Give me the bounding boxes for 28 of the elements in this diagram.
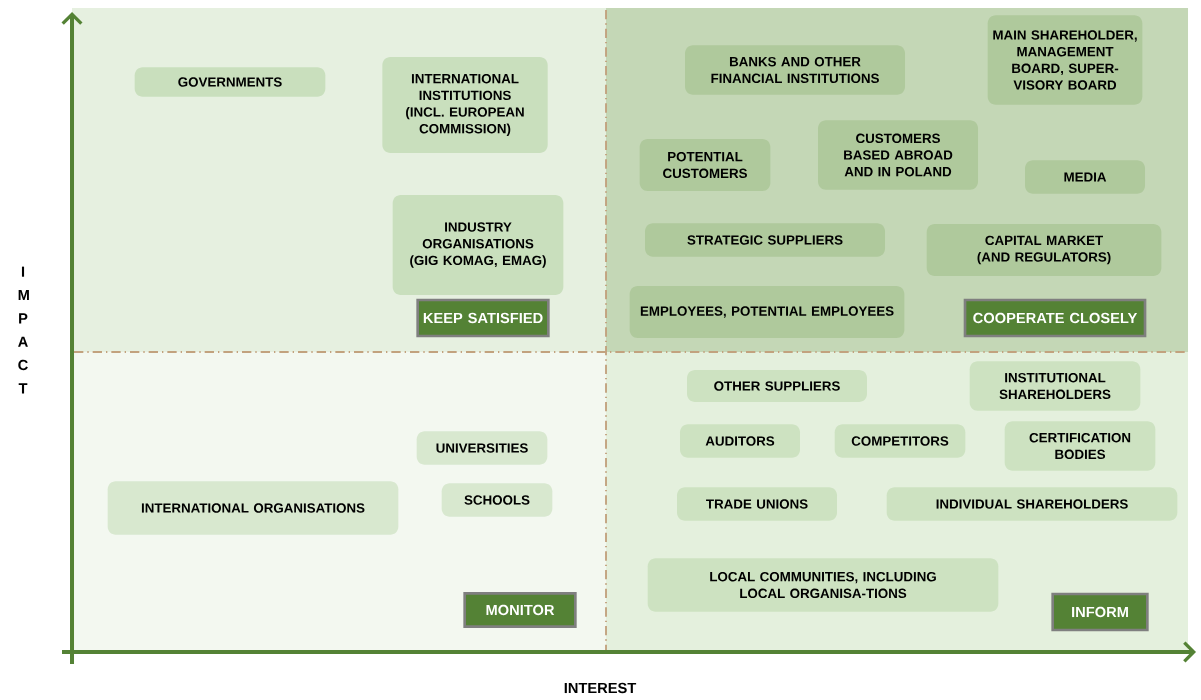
- axis-title: IMPACT: [18, 266, 29, 394]
- stakeholder-box: GOVERNMENTS: [134, 67, 326, 97]
- stakeholder-box: EMPLOYEES, POTENTIAL EMPLOYEES: [629, 286, 905, 338]
- stakeholder-box: STRATEGIC SUPPLIERS: [645, 223, 885, 257]
- stakeholder-box: INDUSTRY ORGANISATIONS (GIG KOMAG, EMAG): [392, 195, 564, 295]
- stakeholder-box: OTHER SUPPLIERS: [687, 370, 867, 402]
- stakeholder-box: INDIVIDUAL SHAREHOLDERS: [886, 487, 1178, 521]
- stakeholder-box: INTERNATIONAL INSTITUTIONS (INCL. EUROPEAN COMMISSION): [382, 57, 548, 153]
- stakeholder-box: INTERNATIONAL ORGANISATIONS: [107, 481, 399, 535]
- quadrant-label-box: KEEP SATISFIED: [416, 298, 550, 338]
- stakeholder-box: CAPITAL MARKET (AND REGULATORS): [926, 224, 1162, 276]
- stakeholder-box: POTENTIAL CUSTOMERS: [639, 139, 771, 191]
- stakeholder-box: CERTIFICATION BODIES: [1004, 421, 1156, 471]
- stakeholder-box: MEDIA: [1025, 160, 1145, 194]
- stakeholder-box: COMPETITORS: [834, 424, 966, 458]
- stakeholder-box: INSTITUTIONAL SHAREHOLDERS: [969, 361, 1141, 411]
- stakeholder-box: CUSTOMERS BASED ABROAD AND IN POLAND: [818, 120, 978, 190]
- stakeholder-box: TRADE UNIONS: [677, 487, 837, 521]
- axis-title: INTEREST: [564, 682, 637, 694]
- stakeholder-box: SCHOOLS: [441, 483, 553, 517]
- quadrant-label-box: MONITOR: [463, 592, 577, 628]
- stakeholder-box: MAIN SHAREHOLDER, MANAGEMENT BOARD, SUPER-VISORY BOARD: [987, 15, 1143, 105]
- quadrant-label-box: COOPERATE CLOSELY: [963, 298, 1147, 338]
- stakeholder-box: AUDITORS: [680, 424, 800, 458]
- stakeholder-box: UNIVERSITIES: [416, 431, 548, 465]
- stakeholder-box: LOCAL COMMUNITIES, INCLUDING LOCAL ORGANISA-TIONS: [647, 558, 999, 612]
- stakeholder-box: BANKS AND OTHER FINANCIAL INSTITUTIONS: [685, 45, 905, 95]
- quadrant-label-box: INFORM: [1051, 592, 1149, 632]
